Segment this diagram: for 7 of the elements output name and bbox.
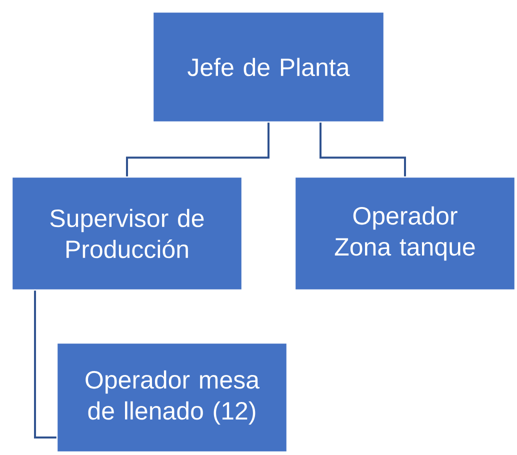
connector-line	[126, 122, 270, 176]
org-box: Supervisor de Producción	[11, 176, 243, 291]
connector-line	[34, 290, 56, 438]
org-box: Operador mesa de llenado (12)	[56, 342, 288, 453]
connector-line	[320, 122, 406, 176]
org-box: Jefe de Planta	[152, 11, 385, 123]
org-box: Operador Zona tanque	[294, 176, 516, 291]
